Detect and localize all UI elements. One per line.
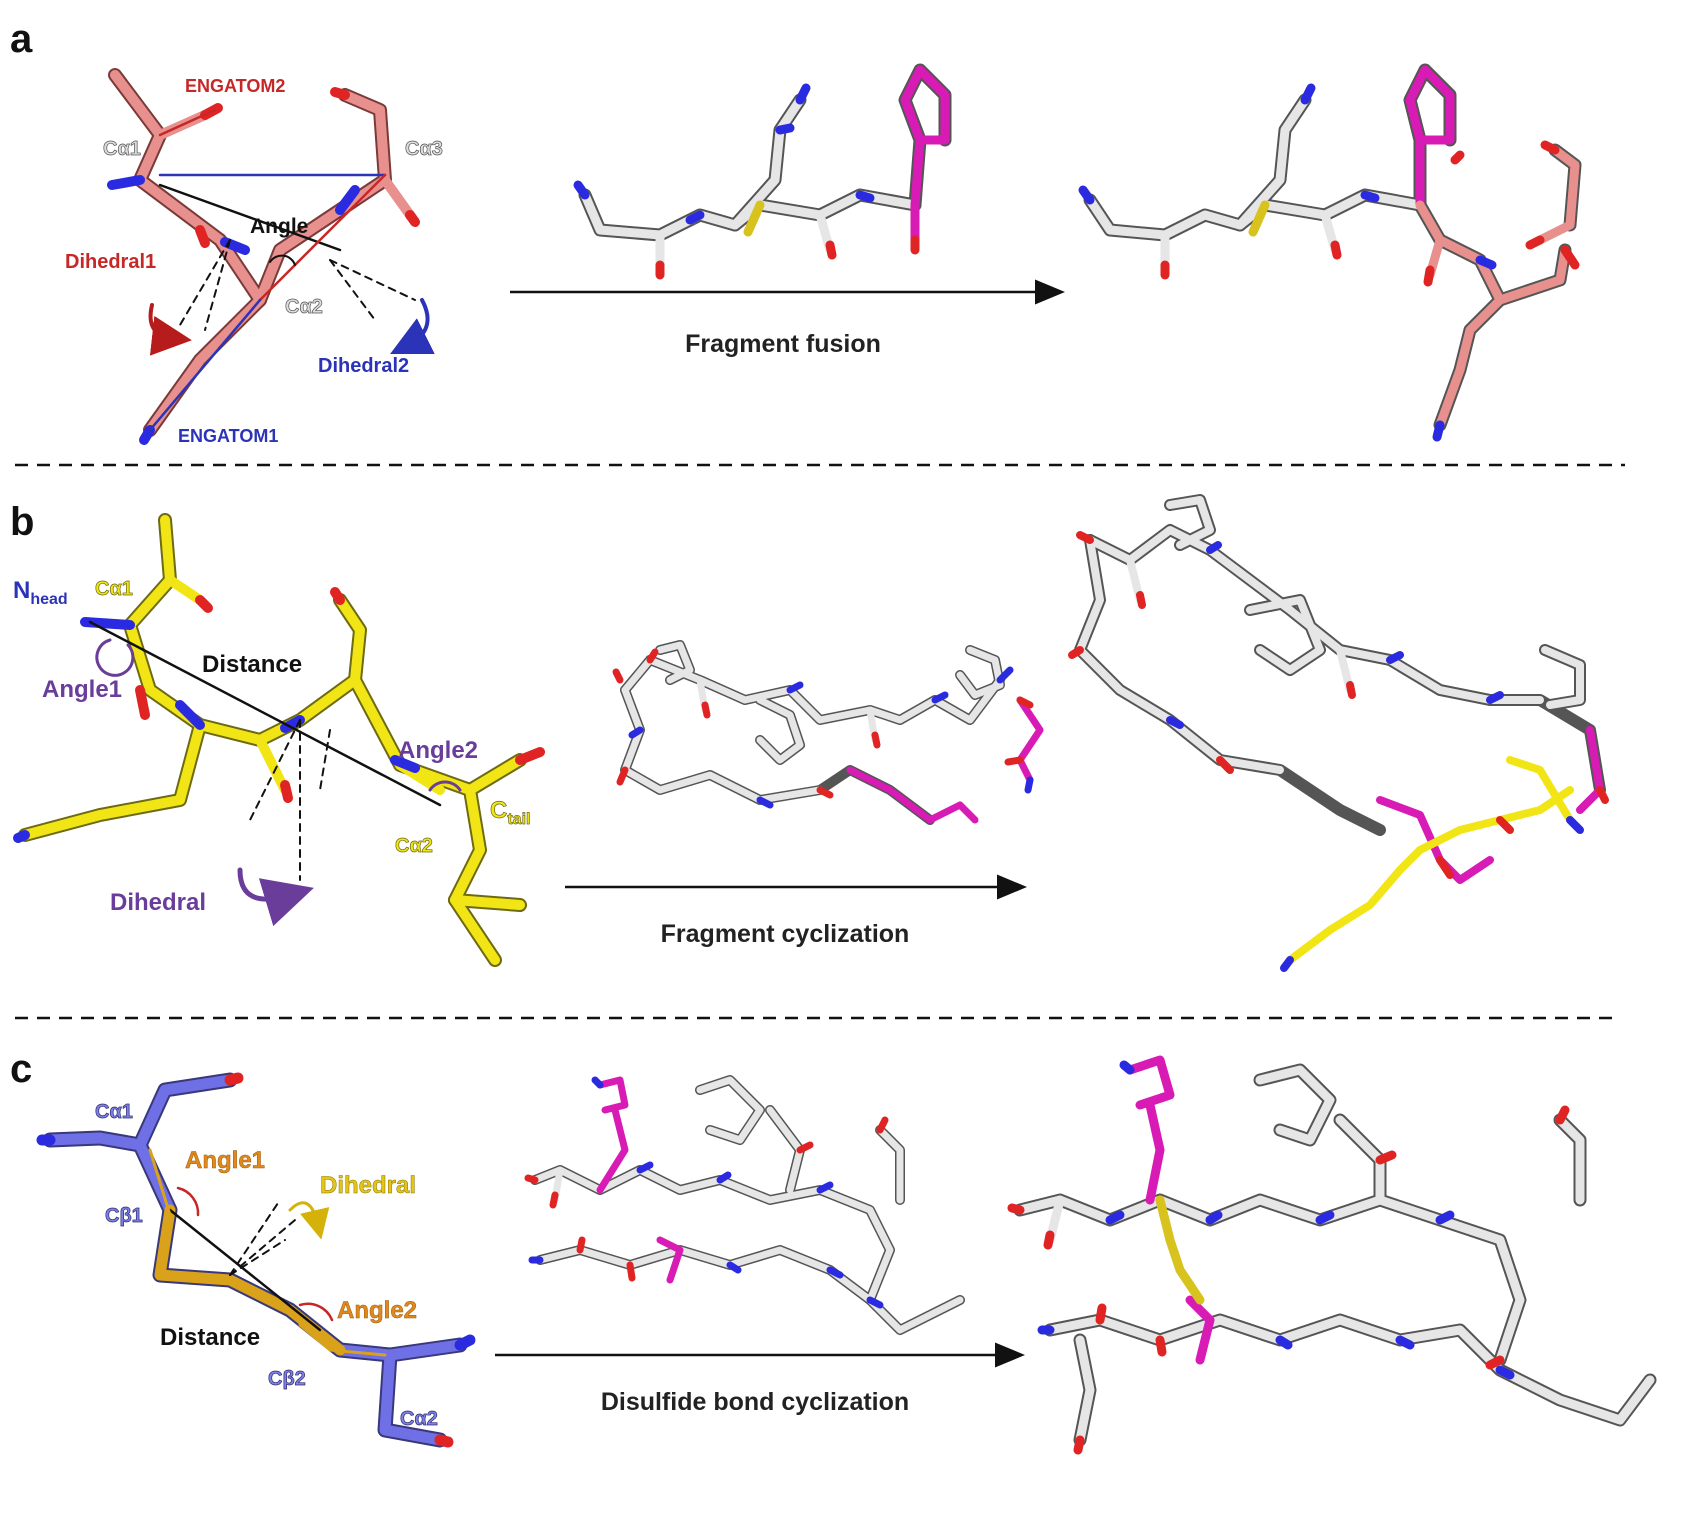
- panel-letter-a: a: [10, 17, 33, 61]
- panel-a-schematic: [107, 68, 435, 445]
- label-ca2-c: Cα2: [400, 1408, 438, 1430]
- label-ca1-c: Cα1: [95, 1101, 133, 1123]
- label-cb1: Cβ1: [105, 1205, 143, 1227]
- label-angle: Angle: [250, 215, 308, 238]
- panel-letter-b: b: [10, 500, 34, 544]
- label-ca1-b: Cα1: [95, 578, 133, 600]
- panel-b-molecule-before: [612, 640, 1044, 825]
- panel-b: b: [10, 494, 1609, 972]
- caption-fragment-fusion: Fragment fusion: [685, 330, 881, 358]
- label-ca3: Cα3: [405, 138, 443, 160]
- label-cb2: Cβ2: [268, 1368, 306, 1390]
- panel-b-molecule-after: [1068, 494, 1609, 972]
- caption-disulfide-cyclization: Disulfide bond cyclization: [601, 1388, 909, 1416]
- label-ca2-b: Cα2: [395, 835, 433, 857]
- panel-letter-c: c: [10, 1047, 32, 1091]
- panel-c-schematic: [36, 1072, 476, 1448]
- label-angle2-b: Angle2: [398, 737, 478, 764]
- panel-a-molecule-after: [1078, 63, 1582, 442]
- panel-c-molecule-after: [1007, 1055, 1657, 1455]
- label-dihedral-b: Dihedral: [110, 889, 206, 916]
- label-engatom2: ENGATOM2: [185, 76, 285, 96]
- label-dihedral-c: Dihedral: [320, 1172, 416, 1199]
- panel-c: c: [10, 1047, 1657, 1455]
- label-engatom1: ENGATOM1: [178, 426, 278, 446]
- label-dihedral1: Dihedral1: [65, 251, 156, 273]
- panel-c-molecule-before: [524, 1075, 965, 1335]
- label-distance-c: Distance: [160, 1324, 260, 1351]
- panel-b-schematic: [13, 513, 545, 967]
- label-angle1-b: Angle1: [42, 676, 122, 703]
- label-angle1-c: Angle1: [185, 1147, 265, 1174]
- caption-fragment-cyclization: Fragment cyclization: [661, 920, 910, 948]
- panel-a: a: [10, 17, 1582, 446]
- label-nhead: Nhead: [13, 577, 68, 608]
- label-ctail: Ctail: [490, 797, 530, 828]
- label-distance-b: Distance: [202, 651, 302, 678]
- label-ca2-a: Cα2: [285, 296, 323, 318]
- label-ca1-a: Cα1: [103, 138, 141, 160]
- label-angle2-c: Angle2: [337, 1297, 417, 1324]
- panel-a-molecule-before: [573, 63, 952, 280]
- label-dihedral2: Dihedral2: [318, 355, 409, 377]
